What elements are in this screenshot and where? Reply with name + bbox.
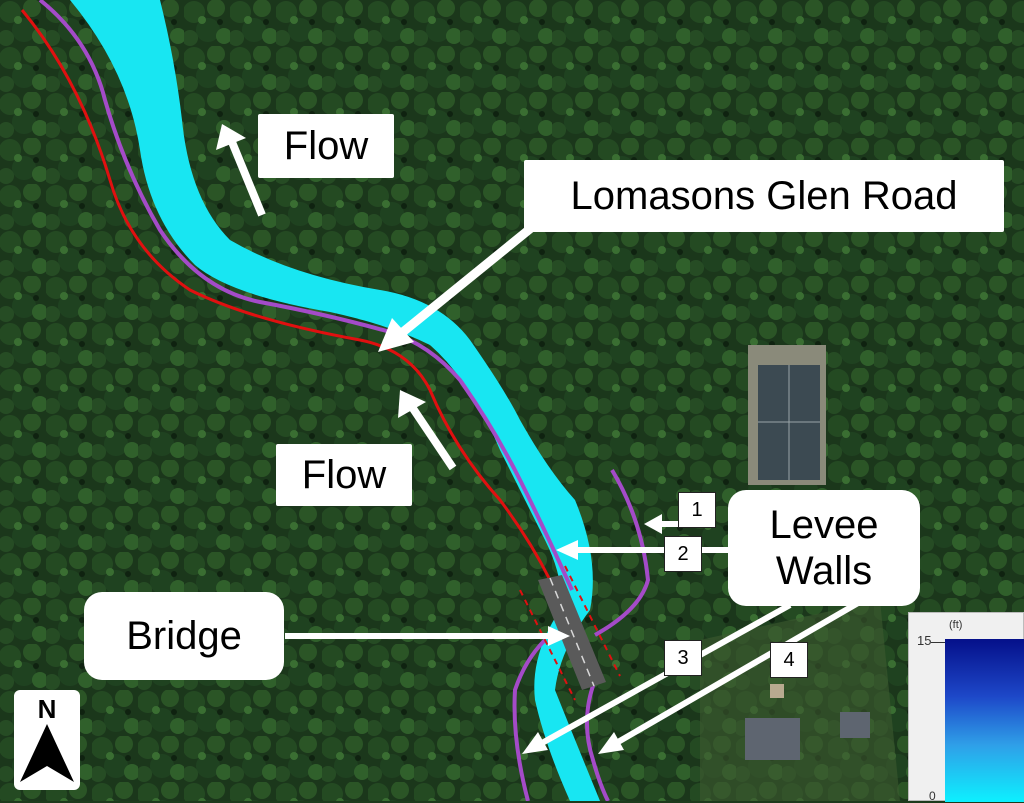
legend-color-ramp: [945, 639, 1024, 802]
bridge-structure: [519, 565, 621, 701]
road-name-label: Lomasons Glen Road: [524, 160, 1004, 232]
flow-label-lower: Flow: [276, 444, 412, 506]
levee-wall-lower-left: [512, 638, 547, 801]
flow-label-upper: Flow: [258, 114, 394, 178]
levee-wall-upper: [38, 0, 574, 591]
depth-legend: (ft) 15 0: [908, 612, 1024, 803]
bridge-pointer-arrow: [285, 626, 570, 646]
road-pointer-arrow: [378, 220, 539, 352]
north-letter: N: [37, 694, 57, 724]
legend-max-label: 15: [917, 633, 932, 648]
levee-number-4: 4: [770, 642, 808, 678]
bridge-label: Bridge: [84, 592, 284, 680]
tennis-court: [748, 345, 826, 485]
levee-wall-right: [594, 468, 651, 637]
levee-number-1: 1: [678, 492, 716, 528]
levee-walls-label: Levee Walls: [728, 490, 920, 606]
flow-arrow-lower: [398, 390, 457, 471]
river-flood-extent: [70, 0, 600, 801]
levee-number-3: 3: [664, 640, 702, 676]
north-arrow-icon: [20, 724, 74, 782]
legend-unit: (ft): [949, 619, 963, 631]
flow-arrow-upper: [216, 124, 266, 217]
levee-pointer-arrow-2: [556, 540, 740, 560]
north-arrow: N: [14, 690, 80, 790]
houses: [700, 600, 900, 801]
levee-wall-lower-right: [585, 679, 610, 801]
legend-tick: [931, 642, 945, 643]
levee-number-2: 2: [664, 536, 702, 572]
legend-min-label: 0: [929, 789, 936, 803]
levee-pointer-arrow-4: [598, 600, 860, 754]
road-centerline: [20, 9, 552, 581]
